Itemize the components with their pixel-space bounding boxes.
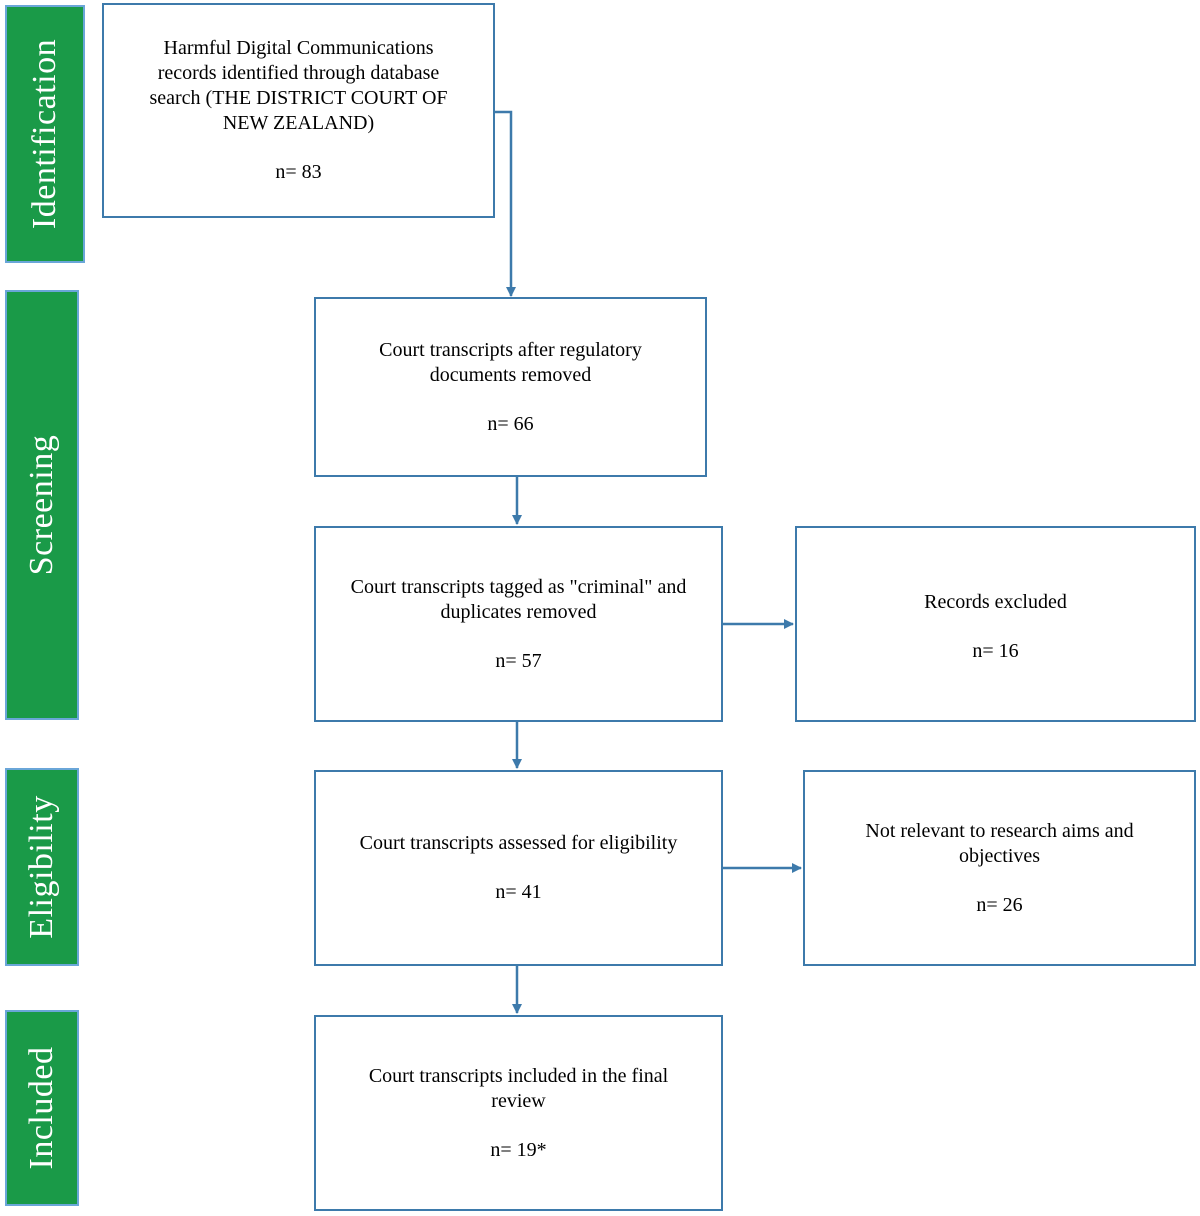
box-records-identified-text: Harmful Digital Communications records i… [149,37,448,134]
phase-identification: Identification [5,5,85,263]
box-records-identified: Harmful Digital Communications records i… [102,3,495,218]
box-included-final: Court transcripts included in the final … [314,1015,723,1211]
box-tagged-criminal-text: Court transcripts tagged as "criminal" a… [350,575,687,623]
box-assessed-eligibility: Court transcripts assessed for eligibili… [314,770,723,966]
box-tagged-criminal-count: n= 57 [495,649,542,672]
box-not-relevant-count: n= 26 [976,893,1023,916]
box-after-regulatory-removed-count: n= 66 [487,412,534,435]
box-records-excluded-text: Records excluded [924,591,1067,613]
box-not-relevant: Not relevant to research aims and object… [803,770,1196,966]
phase-eligibility: Eligibility [5,768,79,966]
box-after-regulatory-removed: Court transcripts after regulatory docum… [314,297,707,477]
phase-included: Included [5,1010,79,1206]
phase-screening: Screening [5,290,79,720]
box-included-final-count: n= 19* [490,1138,547,1161]
box-records-identified-count: n= 83 [275,161,322,183]
box-after-regulatory-removed-text: Court transcripts after regulatory docum… [379,338,642,386]
box-assessed-eligibility-count: n= 41 [495,881,542,903]
box-included-final-text: Court transcripts included in the final … [368,1064,669,1112]
box-tagged-criminal: Court transcripts tagged as "criminal" a… [314,526,723,722]
box-assessed-eligibility-text: Court transcripts assessed for eligibili… [359,832,678,854]
box-records-excluded-count: n= 16 [972,640,1019,662]
box-not-relevant-text: Not relevant to research aims and object… [865,819,1134,867]
box-records-excluded: Records excluded n= 16 [795,526,1196,722]
arrow-identified-to-regulatory [495,110,516,297]
